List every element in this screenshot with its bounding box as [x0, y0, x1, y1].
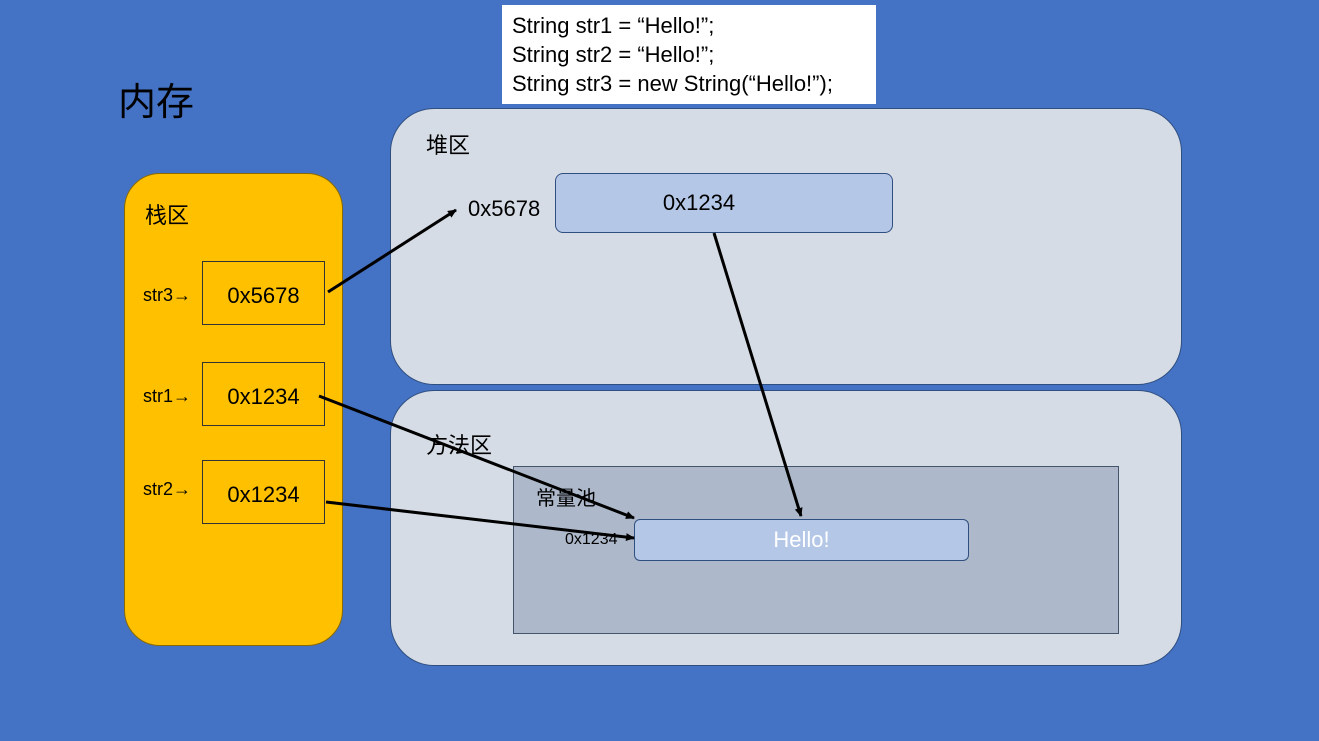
code-line-1: String str1 = “Hello!”;: [512, 13, 715, 38]
memory-title: 内存: [118, 82, 195, 124]
var-label-str1: str1→: [143, 386, 192, 406]
var-label-str2: str2→: [143, 479, 192, 499]
arrow-heap-to-literal: [712, 232, 803, 517]
string-literal-box: Hello!: [634, 519, 969, 561]
code-line-2: String str2 = “Hello!”;: [512, 42, 715, 67]
var-box-str3: 0x5678: [202, 261, 325, 325]
var-box-str2: 0x1234: [202, 460, 325, 524]
stack-label: 栈区: [145, 203, 190, 228]
method-area-label: 方法区: [426, 433, 493, 458]
arrow-str3-to-heap: [327, 208, 457, 294]
arrow-str1-to-literal: [318, 394, 635, 520]
stack-region: [124, 173, 343, 646]
constant-pool-label: 常量池: [536, 488, 596, 510]
heap-object-address: 0x5678: [468, 196, 541, 221]
code-snippet: String str1 = “Hello!”; String str2 = “H…: [502, 5, 876, 104]
arrow-str2-to-literal: [325, 500, 635, 542]
var-box-str1: 0x1234: [202, 362, 325, 426]
heap-region: [390, 108, 1182, 385]
heap-label: 堆区: [426, 133, 471, 158]
heap-object: 0x1234: [555, 173, 893, 233]
code-line-3: String str3 = new String(“Hello!”);: [512, 71, 833, 96]
var-label-str3: str3→: [143, 285, 192, 305]
